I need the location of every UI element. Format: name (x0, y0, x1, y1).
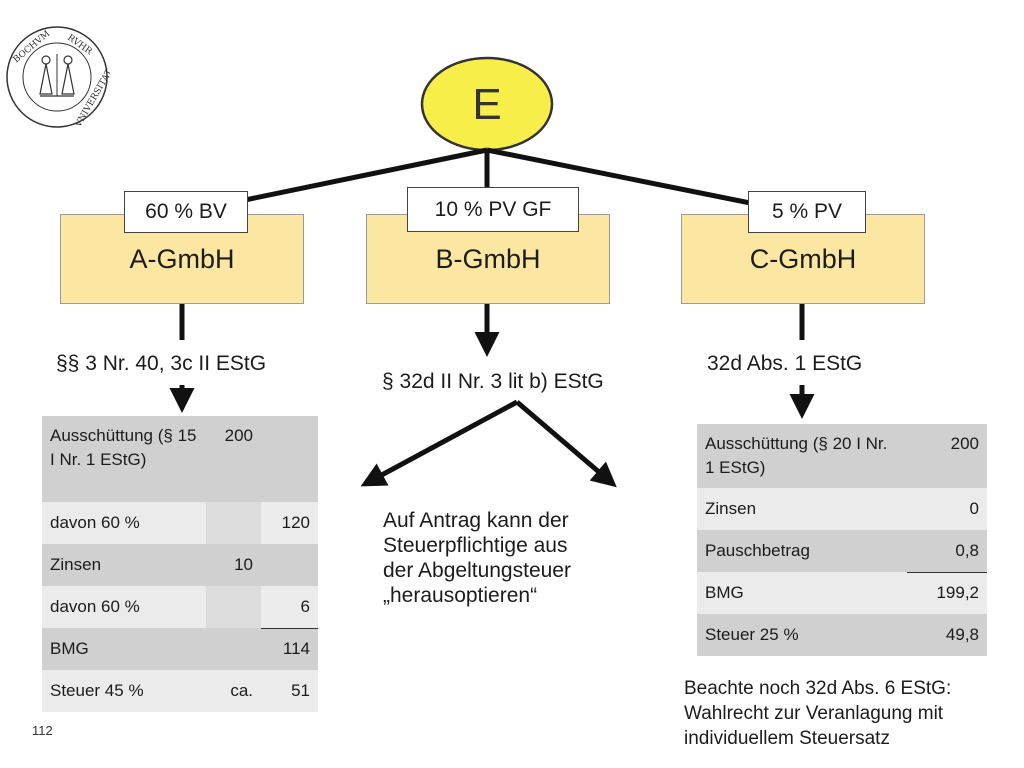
table-cell-right (261, 416, 318, 502)
table-cell-mid (206, 502, 261, 544)
table-cell-right: 114 (261, 627, 318, 670)
share-tag-b: 10 % PV GF (407, 187, 579, 232)
table-cell-mid: ca. (206, 670, 261, 712)
note-line: Beachte noch 32d Abs. 6 EStG: (684, 678, 952, 699)
share-tag-c: 5 % PV (748, 191, 866, 233)
table-cell-label: davon 60 % (42, 586, 206, 628)
table-cell-label: BMG (697, 572, 907, 614)
note-line: Steuerpflichtige aus (383, 534, 568, 557)
calculation-table-a: Ausschüttung (§ 15 I Nr. 1 EStG) 200 dav… (42, 416, 318, 712)
law-reference-a: §§ 3 Nr. 40, 3c II EStG (56, 352, 267, 375)
table-cell-label: Zinsen (42, 544, 206, 586)
table-cell-value: 0,8 (907, 530, 987, 572)
table-cell-label: Steuer 45 % (42, 670, 206, 712)
note-line: „herausoptieren“ (383, 584, 538, 607)
university-seal-icon: BOCHVM RVHR VNIVERSITAT (6, 26, 110, 130)
table-row: Pauschbetrag 0,8 (697, 530, 987, 572)
table-cell-mid (206, 586, 261, 628)
table-cell-mid: 10 (206, 544, 261, 586)
c-assessment-note: Beachte noch 32d Abs. 6 EStG: Wahlrecht … (684, 676, 951, 751)
b-option-note: Auf Antrag kann der Steuerpflichtige aus… (383, 508, 571, 608)
table-cell-label: Pauschbetrag (697, 530, 907, 572)
table-cell-value: 200 (907, 424, 987, 488)
table-row: Ausschüttung (§ 15 I Nr. 1 EStG) 200 (42, 416, 318, 502)
table-row: Steuer 45 % ca. 51 (42, 670, 318, 712)
table-cell-right: 120 (261, 502, 318, 544)
table-cell-value: 49,8 (907, 614, 987, 656)
note-line: der Abgeltungsteuer (383, 559, 571, 582)
table-row: davon 60 % 120 (42, 502, 318, 544)
table-cell-label: Ausschüttung (§ 15 I Nr. 1 EStG) (42, 416, 206, 502)
table-row: Steuer 25 % 49,8 (697, 614, 987, 656)
table-cell-right: 51 (261, 670, 318, 712)
note-line: Wahlrecht zur Veranlagung mit (684, 703, 944, 724)
share-tag-a: 60 % BV (124, 191, 248, 233)
table-row: Zinsen 10 (42, 544, 318, 586)
table-cell-mid (206, 628, 261, 670)
page-number: 112 (32, 723, 53, 738)
table-cell-value: 199,2 (907, 571, 987, 614)
law-reference-b: § 32d II Nr. 3 lit b) EStG (382, 370, 604, 393)
table-row: BMG 114 (42, 627, 318, 670)
table-row: BMG 199,2 (697, 571, 987, 614)
calculation-table-c: Ausschüttung (§ 20 I Nr. 1 EStG) 200 Zin… (697, 424, 987, 656)
note-line: Auf Antrag kann der (383, 509, 569, 532)
table-cell-value: 0 (907, 488, 987, 530)
table-cell-label: Steuer 25 % (697, 614, 907, 656)
table-row: davon 60 % 6 (42, 586, 318, 628)
table-cell-label: BMG (42, 628, 206, 670)
table-row: Ausschüttung (§ 20 I Nr. 1 EStG) 200 (697, 424, 987, 488)
top-node-label: E (472, 80, 502, 129)
table-cell-label: Zinsen (697, 488, 907, 530)
table-row: Zinsen 0 (697, 488, 987, 530)
table-cell-right (261, 544, 318, 586)
table-cell-right: 6 (261, 586, 318, 628)
table-cell-label: Ausschüttung (§ 20 I Nr. 1 EStG) (697, 424, 907, 488)
table-cell-label: davon 60 % (42, 502, 206, 544)
law-reference-c: 32d Abs. 1 EStG (707, 352, 863, 375)
note-line: individuellem Steuersatz (684, 728, 890, 749)
table-cell-mid: 200 (206, 416, 261, 502)
